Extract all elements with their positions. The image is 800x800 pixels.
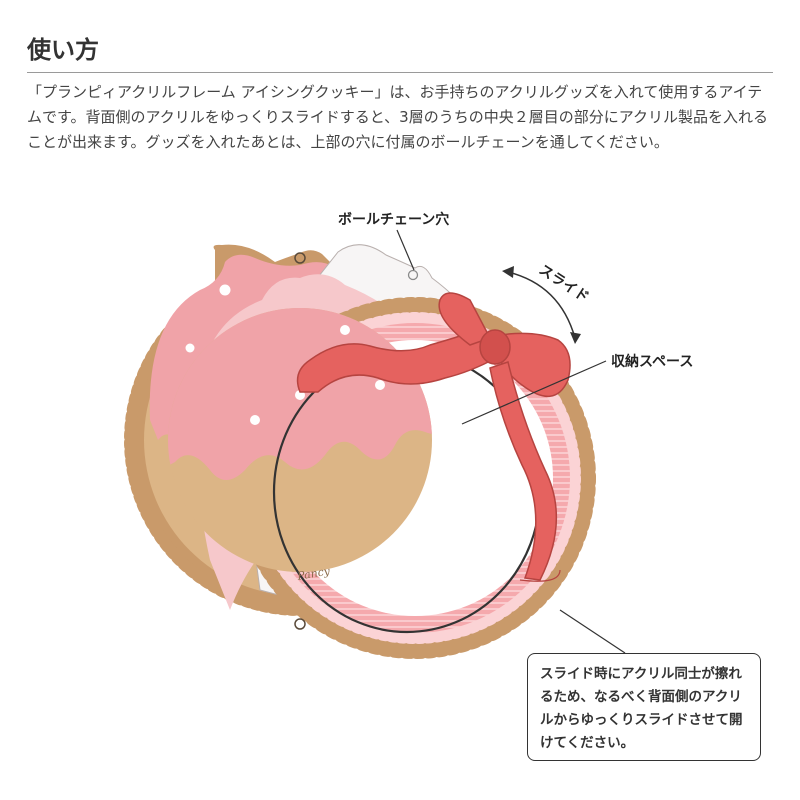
sprinkle bbox=[219, 284, 231, 296]
slide-arrow-head bbox=[570, 332, 581, 344]
slide-label: スライド bbox=[536, 262, 592, 306]
page-title: 使い方 bbox=[27, 36, 99, 64]
chain-hole bbox=[407, 269, 419, 281]
ribbon-bow bbox=[296, 292, 571, 582]
sprinkle bbox=[185, 343, 195, 353]
bow-knot bbox=[479, 329, 511, 365]
sprinkle bbox=[340, 325, 350, 335]
slide-arrow bbox=[507, 271, 576, 339]
caution-note: スライド時にアクリル同士が擦れるため、なるべく背面側のアクリルからゆっくりスライ… bbox=[527, 653, 761, 761]
back-chain-hole bbox=[294, 252, 306, 264]
intro-paragraph: 「プランピィアクリルフレーム アイシングクッキー」は、お手持ちのアクリルグッズを… bbox=[27, 83, 768, 151]
note-leader bbox=[559, 609, 626, 654]
chain-hole-label: ボールチェーン穴 bbox=[338, 211, 449, 228]
bow-loop-left bbox=[438, 292, 492, 346]
storage-label: 収納スペース bbox=[611, 353, 693, 370]
ribbon-tail-end bbox=[519, 569, 561, 582]
front-hole bbox=[294, 618, 306, 630]
pancy-logo: Pancy bbox=[295, 564, 331, 583]
ribbon-tail bbox=[489, 361, 558, 581]
chain-hole-leader bbox=[396, 229, 415, 271]
title-divider bbox=[27, 72, 773, 73]
storage-leader bbox=[461, 360, 607, 425]
sprinkle bbox=[250, 415, 260, 425]
sprinkle bbox=[375, 380, 385, 390]
slide-arrow-head bbox=[502, 266, 514, 278]
